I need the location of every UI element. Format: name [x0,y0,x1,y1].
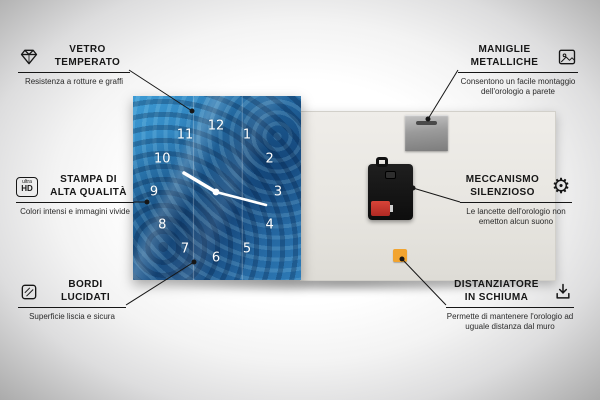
feature-title-line: TEMPERATO [54,56,121,68]
gear-glyph: ⚙ [551,175,571,198]
clock-number: 12 [207,118,225,134]
feature-tempered-glass: VETRO TEMPERATO Resistenza a rotture e g… [18,44,130,87]
feature-silent-mechanism: MECCANISMO SILENZIOSO ⚙ Le lancette dell… [460,174,572,228]
feature-title-line: BORDI [68,279,103,290]
battery [371,201,393,216]
feature-desc: Consentono un facile montaggio dell'orol… [460,77,576,97]
feature-head: DISTANZIATORE IN SCHIUMA [446,279,574,308]
battery-tip [390,205,393,212]
foam-spacer [393,249,407,262]
feature-print-quality: ultra HD STAMPA DI ALTA QUALITÀ Colori i… [16,174,134,217]
feature-foam-spacer: DISTANZIATORE IN SCHIUMA Permette di man… [446,279,574,333]
ultra-hd-label-top: ultra [22,179,32,185]
clock-number: 1 [242,127,252,143]
clock-number: 11 [176,127,194,143]
feature-title-line: MANIGLIE [478,44,531,55]
foam-spacer-icon [552,281,574,303]
feature-title: MECCANISMO SILENZIOSO [460,174,545,199]
clock-number: 3 [273,184,283,200]
feature-desc: Resistenza a rotture e graffi [24,77,124,86]
clock-number: 5 [242,241,252,257]
feature-title: STAMPA DI ALTA QUALITÀ [43,174,134,199]
feature-title: BORDI LUCIDATI [45,279,126,304]
mechanism-hook [376,157,388,167]
feature-title-line: ALTA QUALITÀ [50,186,127,198]
mechanism-hole [385,171,396,179]
feature-head: ultra HD STAMPA DI ALTA QUALITÀ [16,174,134,203]
feature-head: VETRO TEMPERATO [18,44,130,73]
clock-number: 7 [180,241,190,257]
feature-metal-handles: MANIGLIE METALLICHE Consentono un facile… [458,44,578,98]
feature-title-line: IN SCHIUMA [464,291,529,303]
feature-desc: Superficie liscia e sicura [29,312,115,321]
feature-desc: Le lancette dell'orologio non emetton al… [466,207,566,227]
clock-number: 8 [158,217,167,233]
clock-number: 6 [211,250,221,266]
feature-title-line: VETRO [69,44,106,55]
clock-number: 10 [154,151,171,167]
feature-title: VETRO TEMPERATO [45,44,130,69]
feature-title-line: DISTANZIATORE [454,279,539,290]
feature-desc: Permette di mantenere l'orologio ad ugua… [446,312,574,332]
feature-desc: Colori intensi e immagini vivide [20,207,130,216]
feature-title: MANIGLIE METALLICHE [458,44,551,69]
gear-icon: ⚙ [550,176,572,198]
feature-title-line: METALLICHE [470,56,539,68]
ultra-hd-label-bottom: HD [21,184,33,193]
feature-title-line: LUCIDATI [60,291,111,303]
diamond-icon [18,46,40,68]
feature-title: DISTANZIATORE IN SCHIUMA [446,279,547,304]
clock-number: 9 [149,184,159,200]
feature-title-line: SILENZIOSO [470,186,535,198]
feature-title-line: MECCANISMO [465,174,540,185]
feature-title-line: STAMPA DI [60,174,117,185]
hanger-slot [416,121,437,125]
clock-number: 2 [265,151,274,167]
feature-polished-edges: BORDI LUCIDATI Superficie liscia e sicur… [18,279,126,322]
picture-frame-icon [556,46,578,68]
ultra-hd-icon: ultra HD [16,176,38,198]
clock-mechanism [368,157,413,220]
clock-hands [182,171,268,207]
metal-hanger-plate [405,115,448,151]
feature-head: MANIGLIE METALLICHE [458,44,578,73]
feature-head: BORDI LUCIDATI [18,279,126,308]
clock-number: 4 [265,217,274,233]
feature-head: MECCANISMO SILENZIOSO ⚙ [460,174,572,203]
polished-edge-icon [18,281,40,303]
